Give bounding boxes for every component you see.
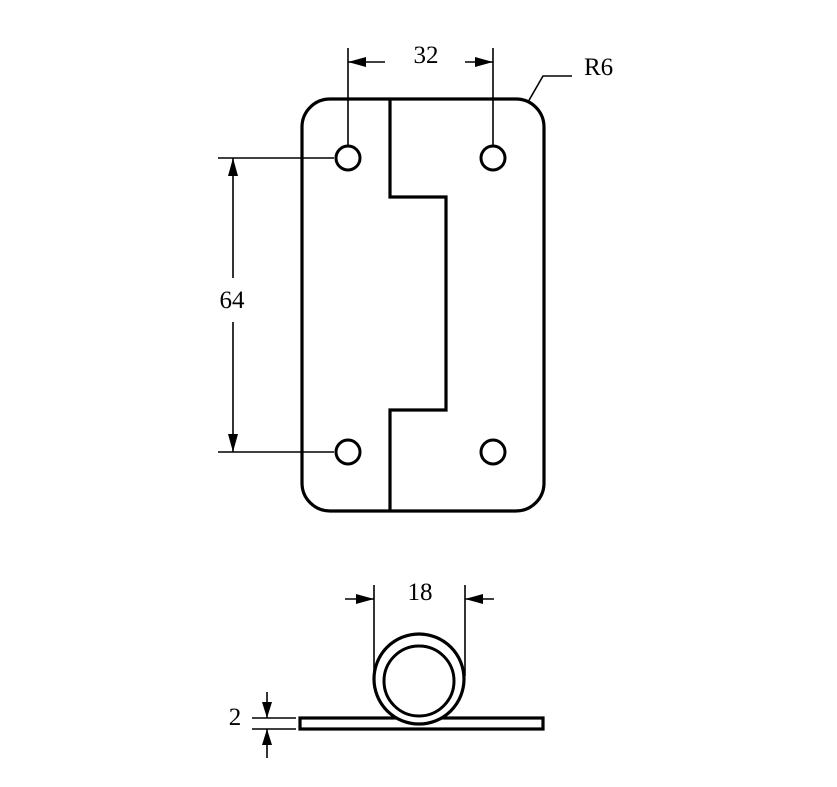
hinge-front-view [300, 97, 546, 513]
dimension-label-2: 2 [229, 704, 242, 731]
dimension-label-r6: R6 [584, 54, 613, 81]
hinge-leaf-split-line [388, 99, 448, 511]
dimension-arrow [348, 57, 366, 67]
hinge-plate-outline [300, 97, 546, 513]
dimension-plate-thickness: 2 [229, 692, 296, 758]
mounting-hole-top-left [334, 144, 362, 172]
dimension-knuckle-diameter: 18 [345, 579, 494, 676]
dimension-arrow [465, 594, 483, 604]
dimension-hole-spacing-vertical: 64 [218, 157, 334, 453]
dimension-arrow [228, 434, 238, 452]
dimension-arrow [228, 158, 238, 176]
dimension-arrow [356, 594, 374, 604]
dimension-arrow [475, 57, 493, 67]
hinge-knuckle-inner [382, 644, 456, 718]
hinge-side-view [298, 632, 545, 731]
mounting-hole-bottom-left [334, 438, 362, 466]
dimension-label-18: 18 [408, 579, 433, 606]
dimension-corner-radius: R6 [527, 54, 613, 103]
mounting-hole-bottom-right [479, 438, 507, 466]
mounting-hole-top-right [479, 144, 507, 172]
dimension-label-32: 32 [414, 42, 439, 69]
dimension-label-64: 64 [220, 287, 246, 314]
dimension-hole-spacing-horizontal: 32 [347, 42, 494, 146]
dimension-arrow [262, 729, 272, 745]
dimension-arrow [262, 702, 272, 718]
